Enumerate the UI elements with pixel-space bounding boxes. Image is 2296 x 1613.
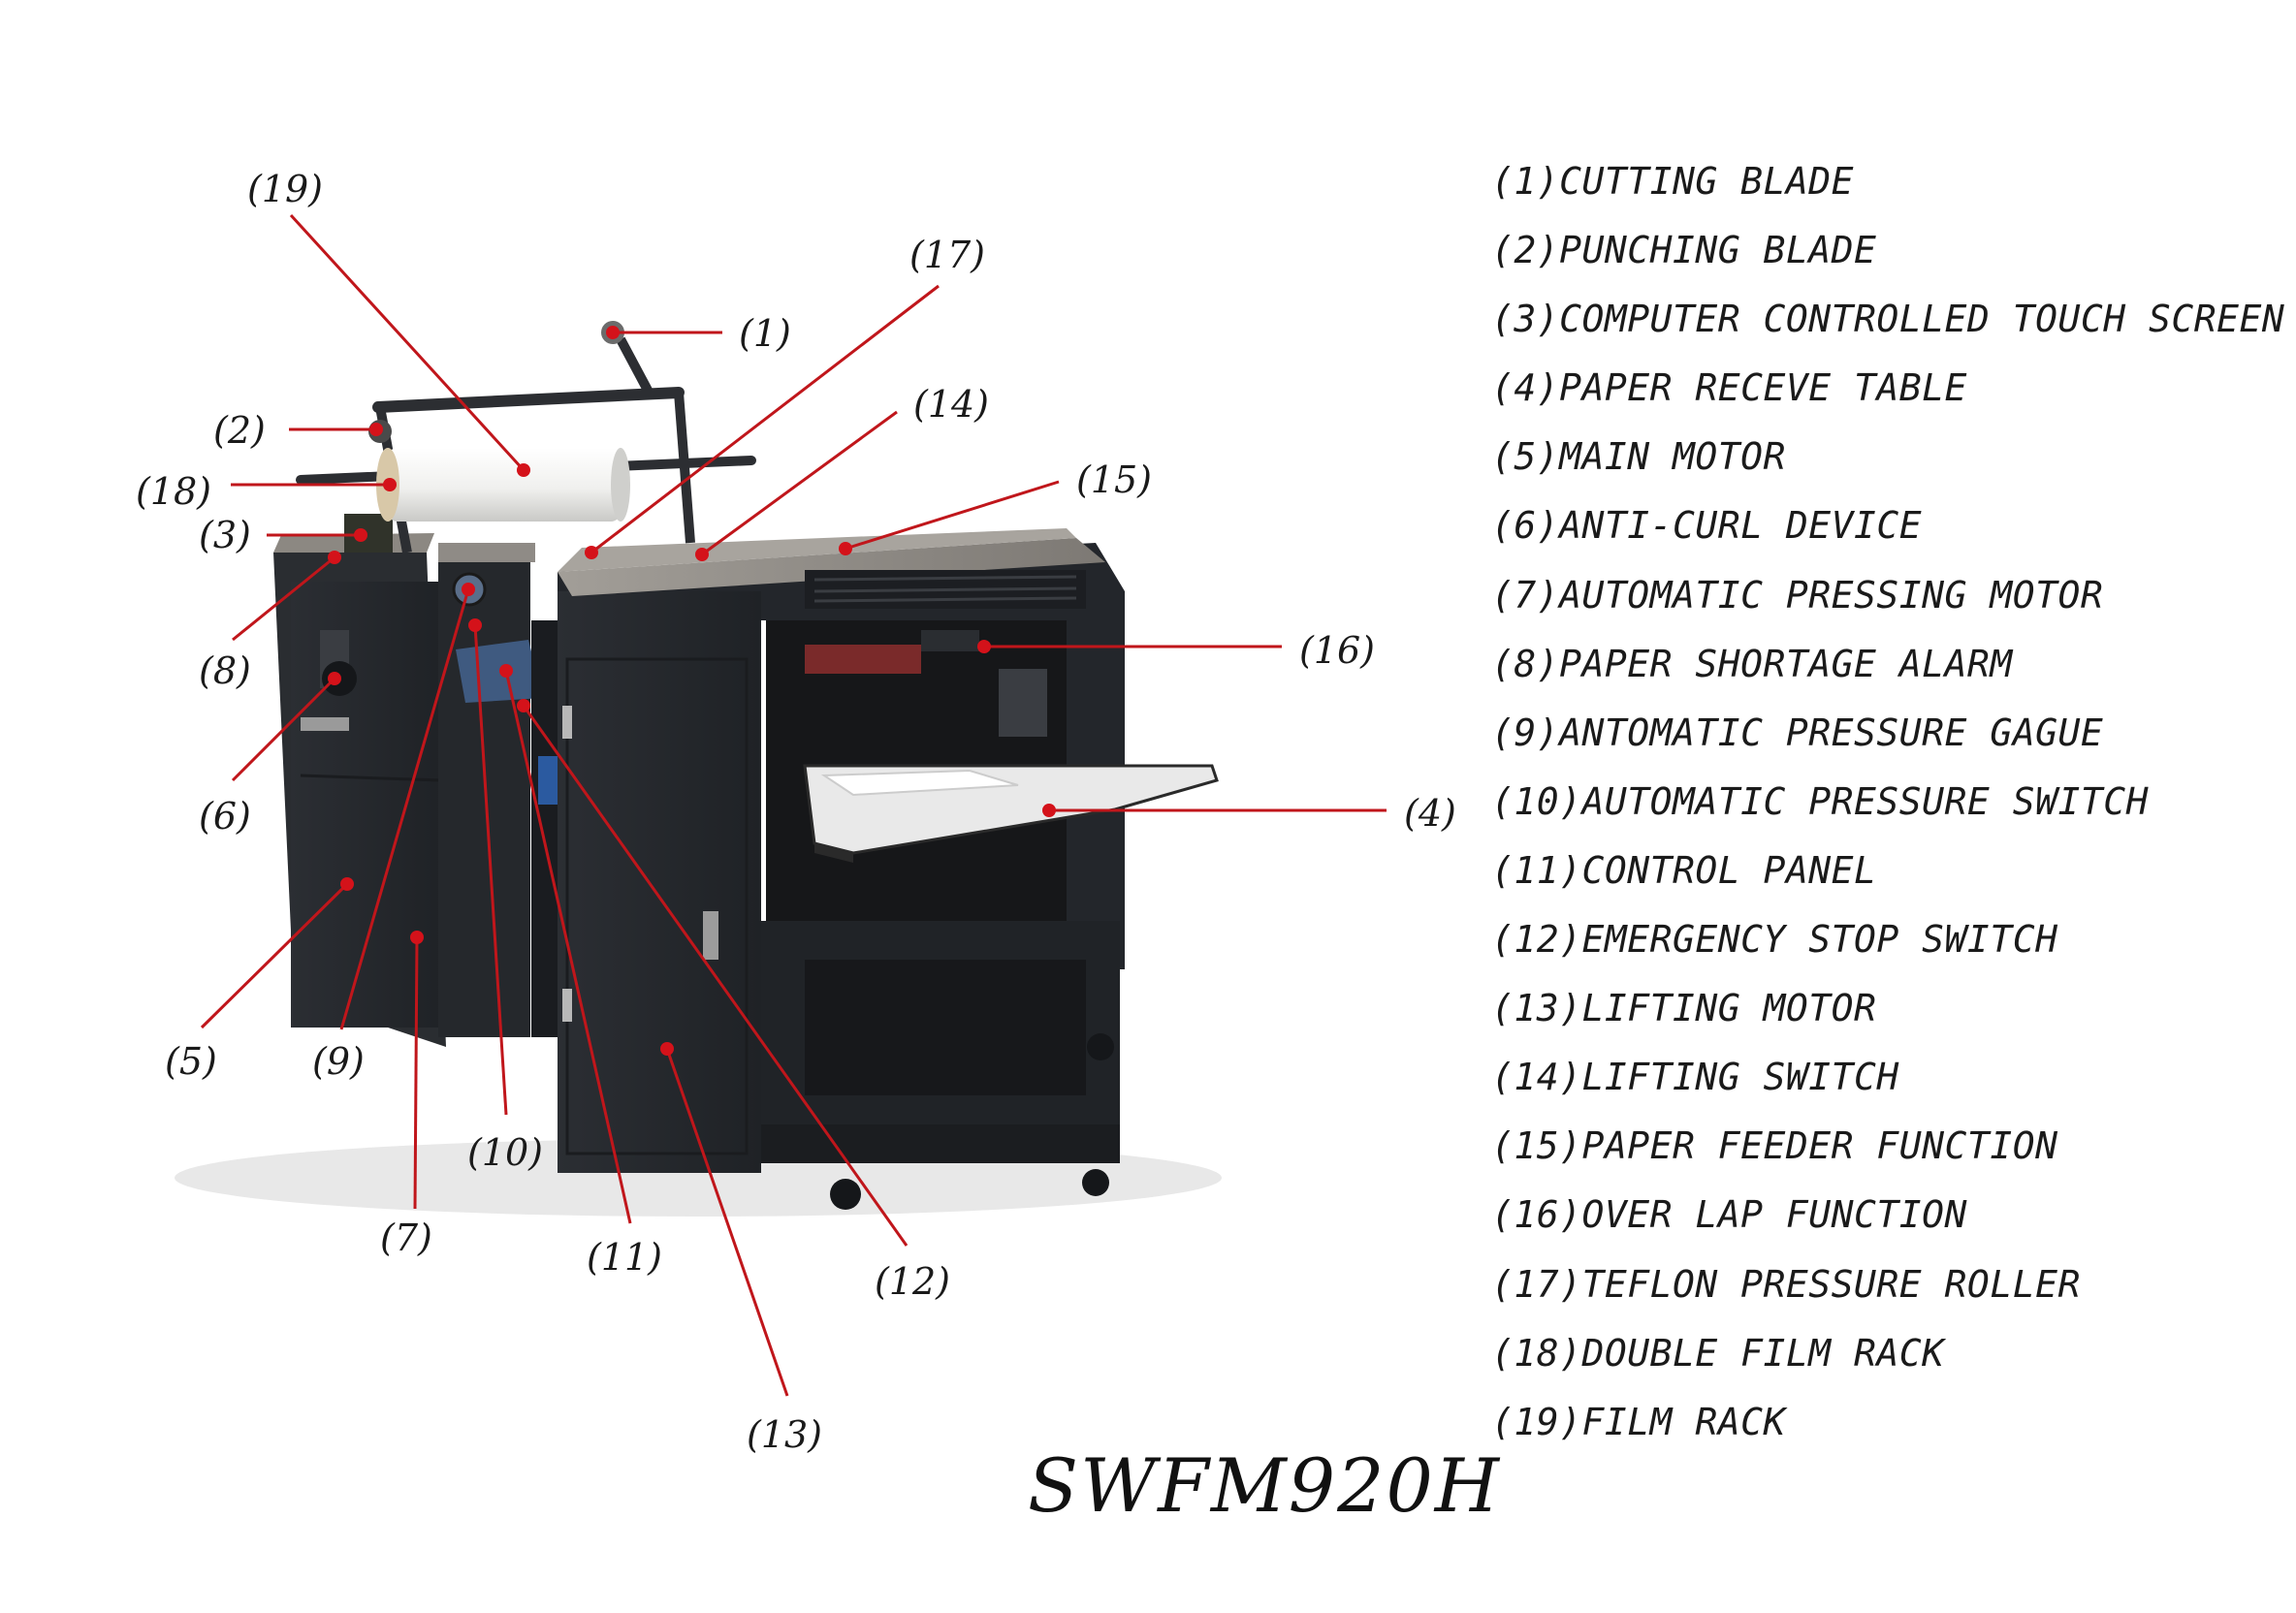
left-cabinet [291,582,446,1028]
legend-item: (14)LIFTING SWITCH [1491,1056,1899,1099]
legend-item: (10)AUTOMATIC PRESSURE SWITCH [1491,779,2149,823]
leader-lines [200,213,1387,1397]
legend-item: (8)PAPER SHORTAGE ALARM [1491,642,2013,685]
legend-item: (11)CONTROL PANEL [1491,848,1877,892]
callout-16: (16) [1299,629,1375,672]
callout-7: (7) [380,1217,432,1259]
callout-8: (8) [199,649,251,692]
legend-item: (4)PAPER RECEVE TABLE [1491,366,1967,410]
callout-4: (4) [1404,792,1456,835]
legend-item: (13)LIFTING MOTOR [1491,987,1877,1030]
callout-3: (3) [199,514,251,556]
callout-6: (6) [199,795,251,838]
legend-item: (15)PAPER FEEDER FUNCTION [1491,1124,2058,1168]
callout-2: (2) [213,409,266,452]
callout-15: (15) [1076,459,1152,501]
legend-item: (1)CUTTING BLADE [1491,160,1855,203]
callout-9: (9) [312,1040,365,1083]
laminating-machine-illustration [175,321,1222,1217]
callout-1: (1) [739,312,791,355]
legend-item: (7)AUTOMATIC PRESSING MOTOR [1491,573,2104,617]
legend-item: (16)OVER LAP FUNCTION [1491,1193,1967,1237]
legend-item: (3)COMPUTER CONTROLLED TOUCH SCREEN [1491,298,2285,341]
control-panel-screen [456,640,543,703]
legend-item: (18)DOUBLE FILM RACK [1491,1331,1945,1375]
callout-14: (14) [913,383,989,426]
main-cabinet-door [558,591,761,1173]
legend-item: (6)ANTI-CURL DEVICE [1491,504,1923,548]
middle-column [438,553,530,1037]
legend-item: (17)TEFLON PRESSURE ROLLER [1491,1262,2081,1306]
callout-19: (19) [247,168,323,210]
callout-10: (10) [467,1131,543,1174]
film-roll [388,448,621,522]
callout-12: (12) [875,1260,950,1303]
parts-legend: (1)CUTTING BLADE (2)PUNCHING BLADE (3)CO… [1491,153,2286,1463]
legend-item: (12)EMERGENCY STOP SWITCH [1491,918,2058,962]
legend-item: (2)PUNCHING BLADE [1491,229,1877,272]
vent-grille [805,570,1086,609]
callout-5: (5) [165,1040,217,1083]
callout-18: (18) [136,470,211,513]
legend-item: (9)ANTOMATIC PRESSURE GAGUE [1491,711,2104,754]
callout-17: (17) [909,234,985,276]
legend-item: (19)FILM RACK [1491,1400,1786,1443]
model-name: SWFM920H [1028,1442,1502,1529]
callout-11: (11) [587,1236,662,1279]
callout-13: (13) [747,1413,822,1456]
callout-labels: (1) (2) (3) (4) (5) (6) (7) (8) (9) (10)… [136,168,1456,1456]
legend-item: (5)MAIN MOTOR [1491,435,1786,479]
machine-top [558,538,1105,596]
